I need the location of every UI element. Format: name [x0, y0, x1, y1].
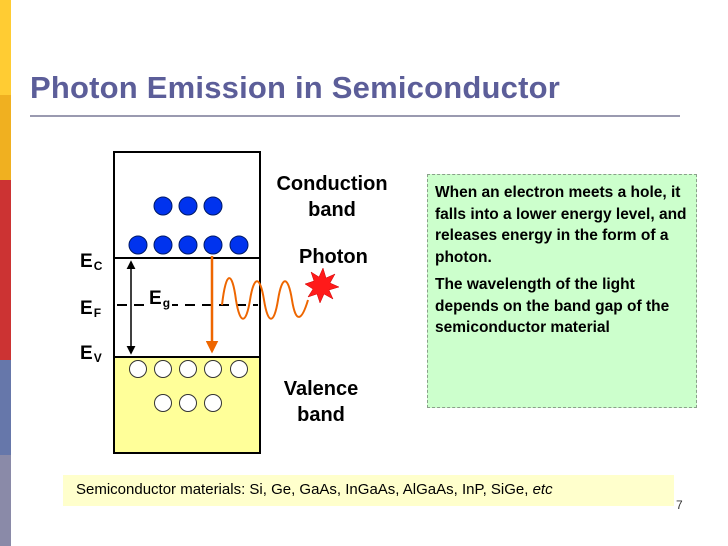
explanation-paragraph-1: When an electron meets a hole, it falls …: [435, 184, 687, 266]
electron: [153, 235, 173, 255]
electron: [178, 196, 198, 216]
valence-band-label: Valence band: [262, 378, 380, 427]
valence-band-label-line2: band: [297, 404, 345, 426]
ef-label-sub: F: [93, 306, 102, 320]
hole: [230, 360, 248, 378]
sidebar-stripe-5: [0, 455, 11, 546]
ev-label: EV: [80, 343, 102, 365]
electron: [203, 235, 223, 255]
slide-title: Photon Emission in Semiconductor: [30, 70, 560, 105]
eg-label-main: E: [149, 288, 162, 309]
ef-label-main: E: [80, 298, 93, 319]
sidebar-stripe-4: [0, 360, 11, 455]
hole: [154, 360, 172, 378]
eg-label: Eg: [147, 288, 173, 310]
sidebar-decoration: [0, 0, 11, 546]
sidebar-stripe-3: [0, 180, 11, 360]
conduction-band-label-line2: band: [308, 199, 356, 221]
ef-label: EF: [80, 298, 101, 320]
photon-burst-icon: [304, 267, 340, 304]
electron: [153, 196, 173, 216]
valence-band-label-line1: Valence: [283, 378, 359, 400]
electron: [229, 235, 249, 255]
sidebar-stripe-1: [0, 0, 11, 95]
ev-label-main: E: [80, 343, 93, 364]
electron: [128, 235, 148, 255]
sidebar-stripe-2: [0, 95, 11, 180]
conduction-band-label-line1: Conduction: [276, 173, 388, 195]
materials-note: Semiconductor materials: Si, Ge, GaAs, I…: [63, 475, 674, 506]
hole: [179, 394, 197, 412]
hole: [154, 394, 172, 412]
band-outline: [113, 151, 261, 454]
explanation-box: When an electron meets a hole, it falls …: [427, 174, 697, 408]
materials-etc: etc: [532, 481, 553, 498]
page-number: 7: [676, 498, 683, 512]
hole: [204, 394, 222, 412]
ec-label-sub: C: [93, 259, 103, 273]
photon-wave: [221, 277, 309, 320]
electron: [178, 235, 198, 255]
photon-label: Photon: [299, 246, 368, 268]
explanation-paragraph-2: The wavelength of the light depends on t…: [435, 276, 670, 336]
hole: [204, 360, 222, 378]
ec-label: EC: [80, 251, 102, 273]
ev-label-sub: V: [93, 351, 102, 365]
electron: [203, 196, 223, 216]
ec-label-main: E: [80, 251, 93, 272]
hole: [179, 360, 197, 378]
title-underline: [30, 115, 680, 117]
eg-label-sub: g: [162, 296, 171, 310]
hole: [129, 360, 147, 378]
materials-text: Semiconductor materials: Si, Ge, GaAs, I…: [76, 481, 533, 498]
conduction-band-label: Conduction band: [262, 173, 402, 222]
